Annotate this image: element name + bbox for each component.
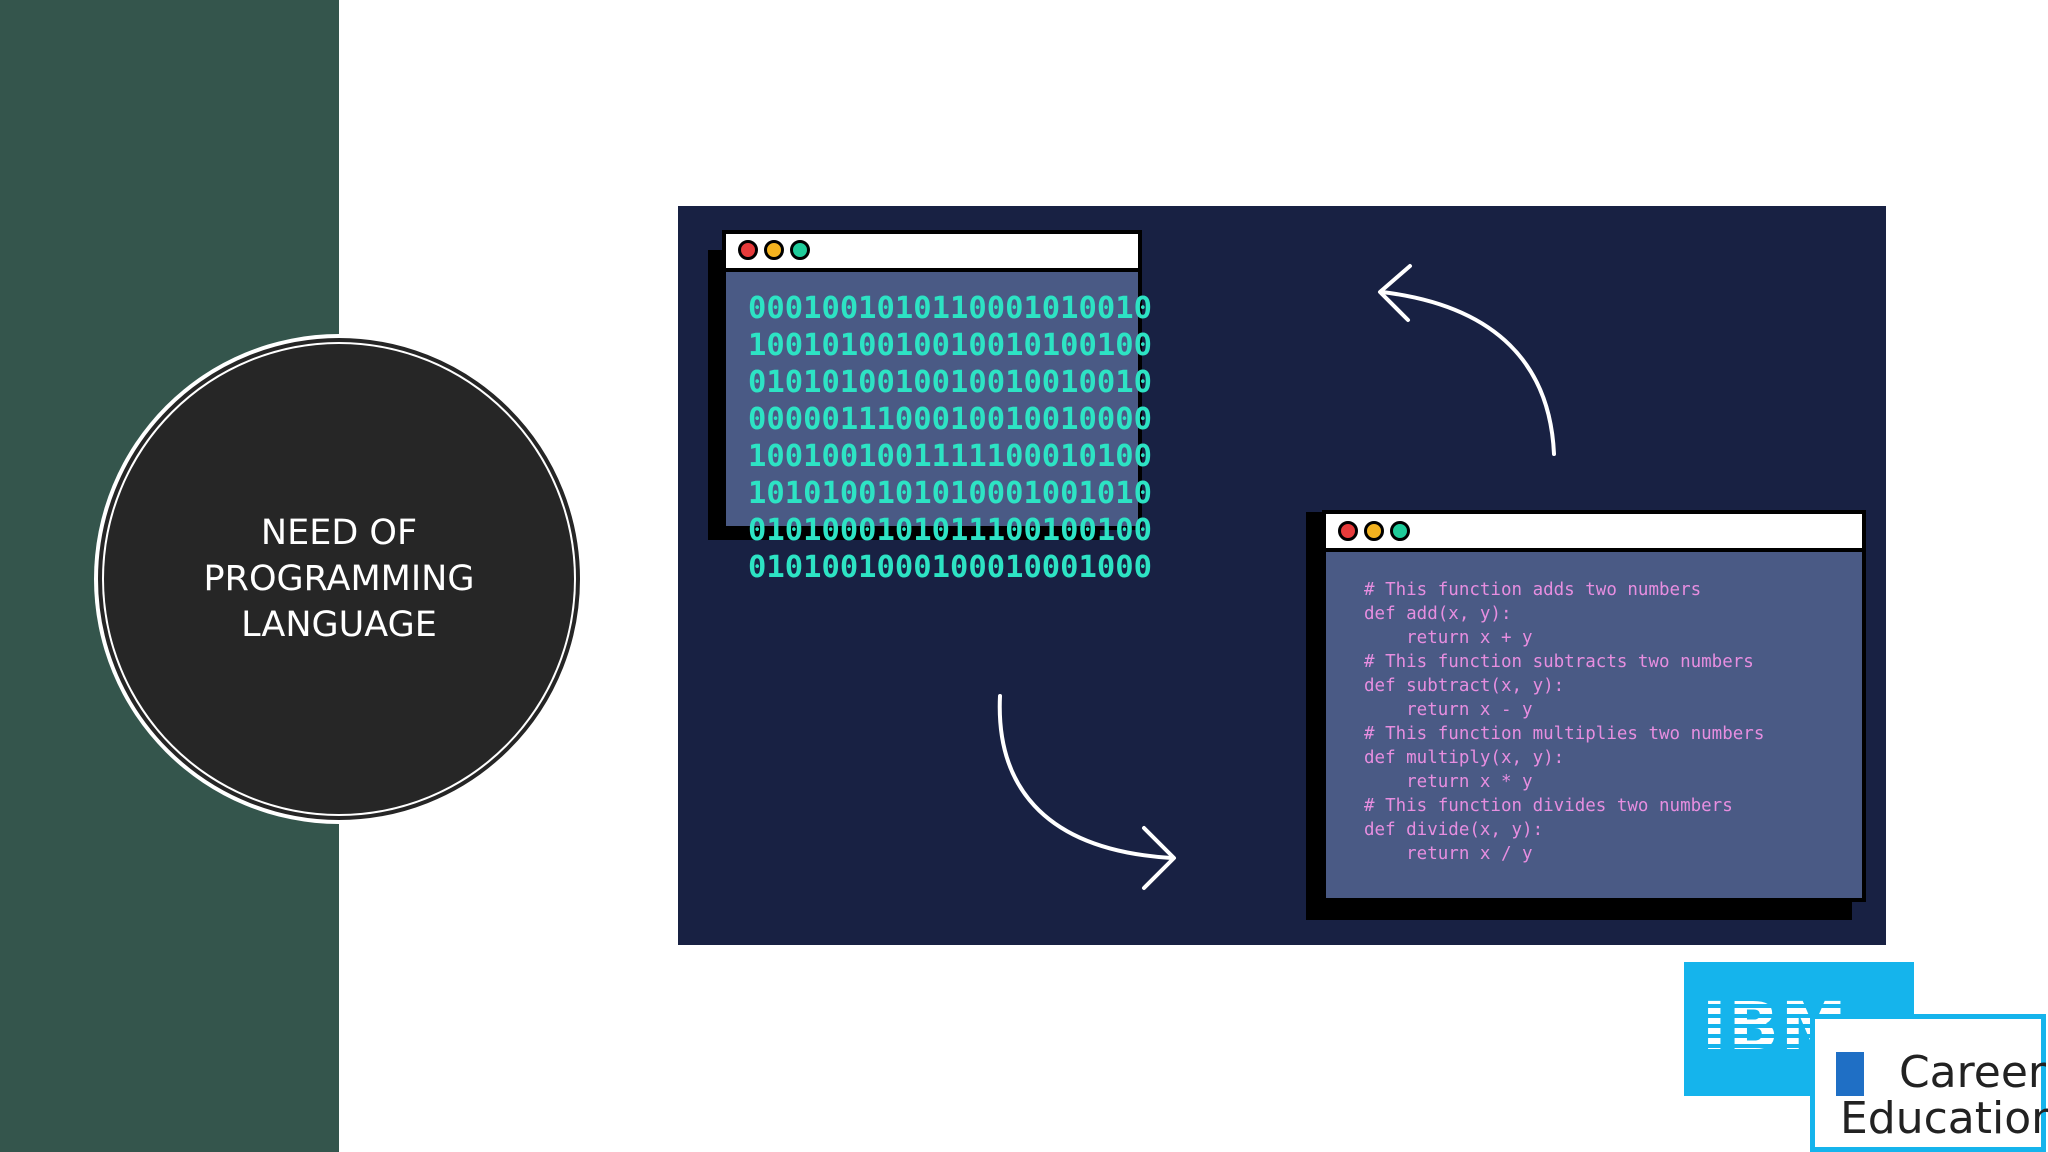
code-illustration: 0001001010110001010010 10010100100100101… (678, 206, 1886, 945)
binary-line: 1001010010010010100100 (748, 328, 1152, 363)
window-minimize-dot-icon (764, 240, 784, 260)
code-line: # This function divides two numbers (1364, 796, 1733, 816)
binary-line: 0000011100010010010000 (748, 402, 1152, 437)
code-line: # This function subtracts two numbers (1364, 652, 1754, 672)
window-minimize-dot-icon (1364, 521, 1384, 541)
window-close-dot-icon (738, 240, 758, 260)
code-line: return x / y (1364, 844, 1533, 864)
slide-title: NEED OF PROGRAMMING LANGUAGE (203, 513, 475, 645)
code-line: return x - y (1364, 700, 1533, 720)
window-maximize-dot-icon (790, 240, 810, 260)
binary-line: 0001001010110001010010 (748, 291, 1152, 326)
code-line: def add(x, y): (1364, 604, 1512, 624)
code-window-titlebar (1326, 514, 1862, 548)
binary-window-body (726, 272, 1138, 526)
binary-line: 0101001000100010001000 (748, 550, 1152, 585)
code-line: # This function multiplies two numbers (1364, 724, 1765, 744)
curved-arrow-icon (997, 694, 1174, 860)
ibm-career-education-logo: IBM Career Education (1684, 960, 2048, 1152)
binary-line: 0101010010010010010010 (748, 365, 1152, 400)
curved-arrows (997, 264, 1556, 890)
window-maximize-dot-icon (1390, 521, 1410, 541)
code-line: def multiply(x, y): (1364, 748, 1565, 768)
code-line: return x + y (1364, 628, 1533, 648)
window-close-dot-icon (1338, 521, 1358, 541)
code-line: def subtract(x, y): (1364, 676, 1565, 696)
career-education-box (1810, 1014, 2046, 1152)
arrow-head-icon (1142, 826, 1176, 890)
code-line: def divide(x, y): (1364, 820, 1544, 840)
career-education-text: Career Education (1840, 1047, 2048, 1144)
binary-code-block: 0001001010110001010010 10010100100100101… (748, 290, 1248, 586)
career-accent-bar (1836, 1052, 1864, 1096)
curved-arrow-icon (1380, 290, 1556, 456)
code-line: # This function adds two numbers (1364, 580, 1702, 600)
title-circle: NEED OF PROGRAMMING LANGUAGE (104, 344, 574, 814)
binary-line: 0101000101011100100100 (748, 513, 1152, 548)
code-window-body (1326, 552, 1862, 898)
binary-line: 1010100101010001001010 (748, 476, 1152, 511)
binary-line: 1001001001111100010100 (748, 439, 1152, 474)
python-code-block: # This function adds two numbers def add… (1364, 578, 1864, 866)
code-line: return x * y (1364, 772, 1533, 792)
arrow-head-icon (1378, 264, 1412, 322)
